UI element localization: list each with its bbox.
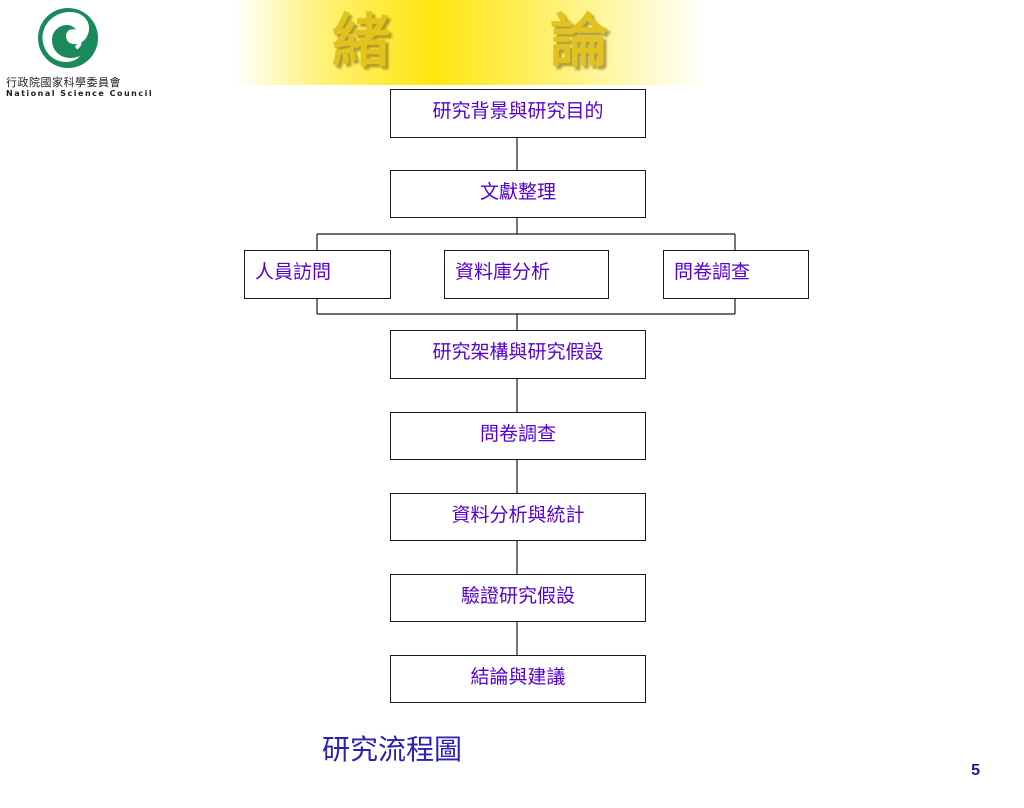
flow-step-framework-hypotheses: 研究架構與研究假設 <box>390 330 646 379</box>
diagram-caption: 研究流程圖 <box>322 733 463 766</box>
flow-step-hypothesis-testing: 驗證研究假設 <box>390 574 646 622</box>
nsc-logo: 行政院國家科學委員會 National Science Council <box>0 0 152 110</box>
org-name-zh: 行政院國家科學委員會 <box>6 76 121 89</box>
flow-step-interviews: 人員訪問 <box>244 250 391 299</box>
title-band <box>235 0 705 85</box>
org-name-en: National Science Council <box>6 89 154 98</box>
flow-step-background-objectives: 研究背景與研究目的 <box>390 89 646 138</box>
slide-title: 緒 論 <box>331 7 679 75</box>
flow-step-conclusions: 結論與建議 <box>390 655 646 703</box>
page-number: 5 <box>971 762 980 779</box>
flow-step-survey: 問卷調查 <box>390 412 646 460</box>
flow-step-literature-review: 文獻整理 <box>390 170 646 218</box>
flow-step-survey-branch: 問卷調查 <box>663 250 809 299</box>
nsc-logo-icon <box>38 8 98 68</box>
flow-step-data-analysis: 資料分析與統計 <box>390 493 646 541</box>
flow-step-database-analysis: 資料庫分析 <box>444 250 609 299</box>
